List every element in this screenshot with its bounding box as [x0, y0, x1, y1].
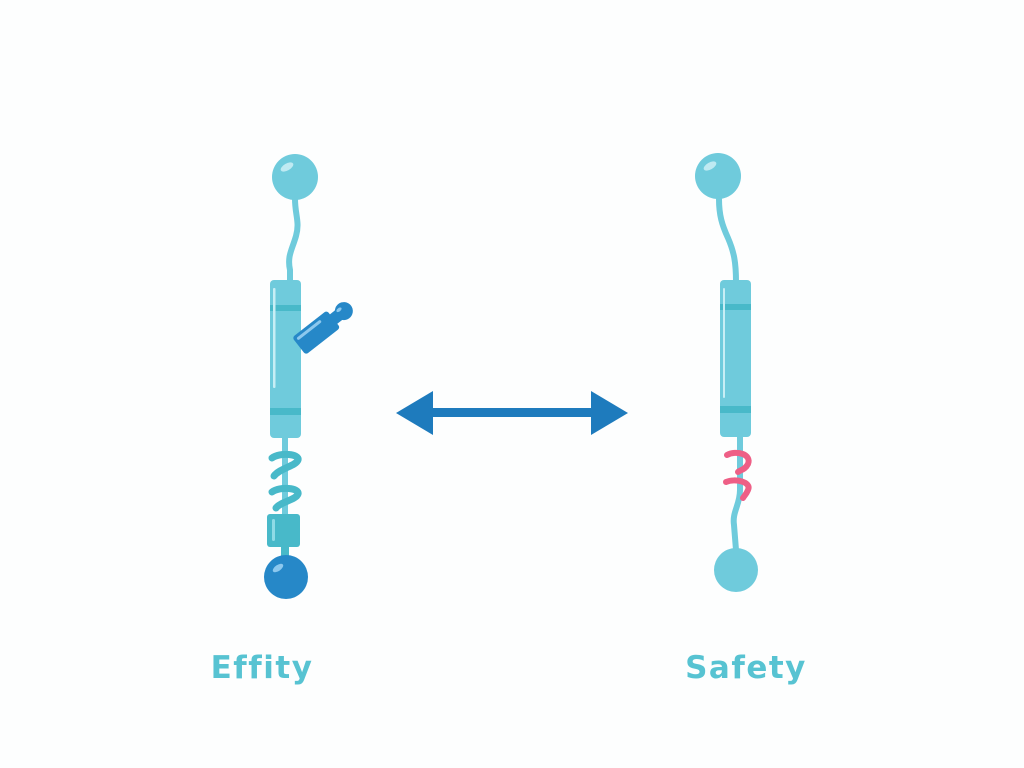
- bottom-sphere-icon: [264, 555, 308, 599]
- safety-label: Safety: [685, 650, 807, 686]
- top-sphere-icon: [695, 153, 741, 199]
- double-arrow-icon: [396, 391, 628, 435]
- effity-label: Effity: [210, 650, 314, 686]
- wavy-linker: [716, 196, 739, 285]
- right-molecule: [695, 153, 758, 592]
- pink-coil-segment: [723, 449, 752, 501]
- wavy-linker: [286, 196, 301, 285]
- coil-segment: [268, 450, 302, 512]
- square-block: [267, 514, 300, 547]
- side-group-icon: [293, 302, 353, 354]
- bottom-sphere-icon: [714, 548, 758, 592]
- top-sphere-icon: [272, 154, 318, 200]
- left-molecule: [264, 154, 353, 599]
- main-tube: [720, 280, 751, 437]
- main-tube: [270, 280, 301, 438]
